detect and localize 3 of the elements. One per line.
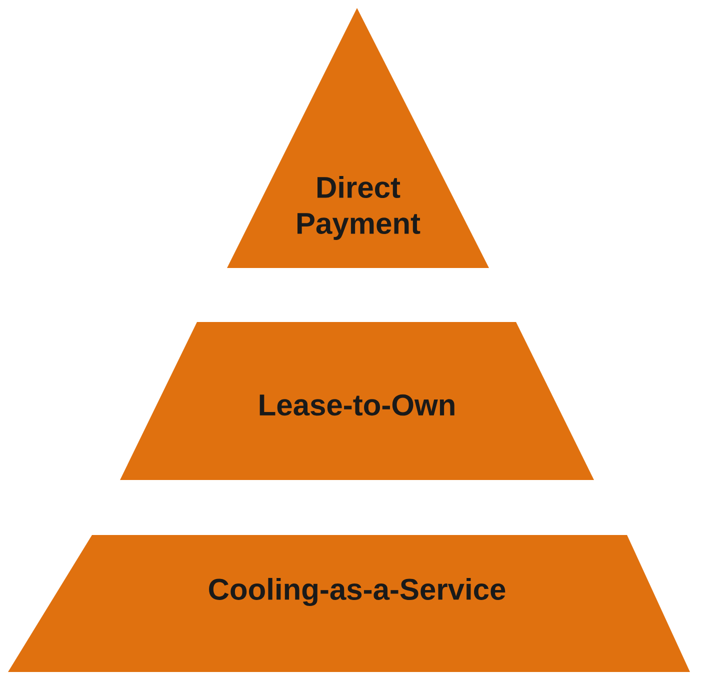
pyramid-tier: Lease-to-Own (120, 322, 594, 480)
pyramid-tier: Direct Payment (227, 8, 489, 268)
pyramid-tier: Cooling-as-a-Service (8, 535, 690, 672)
